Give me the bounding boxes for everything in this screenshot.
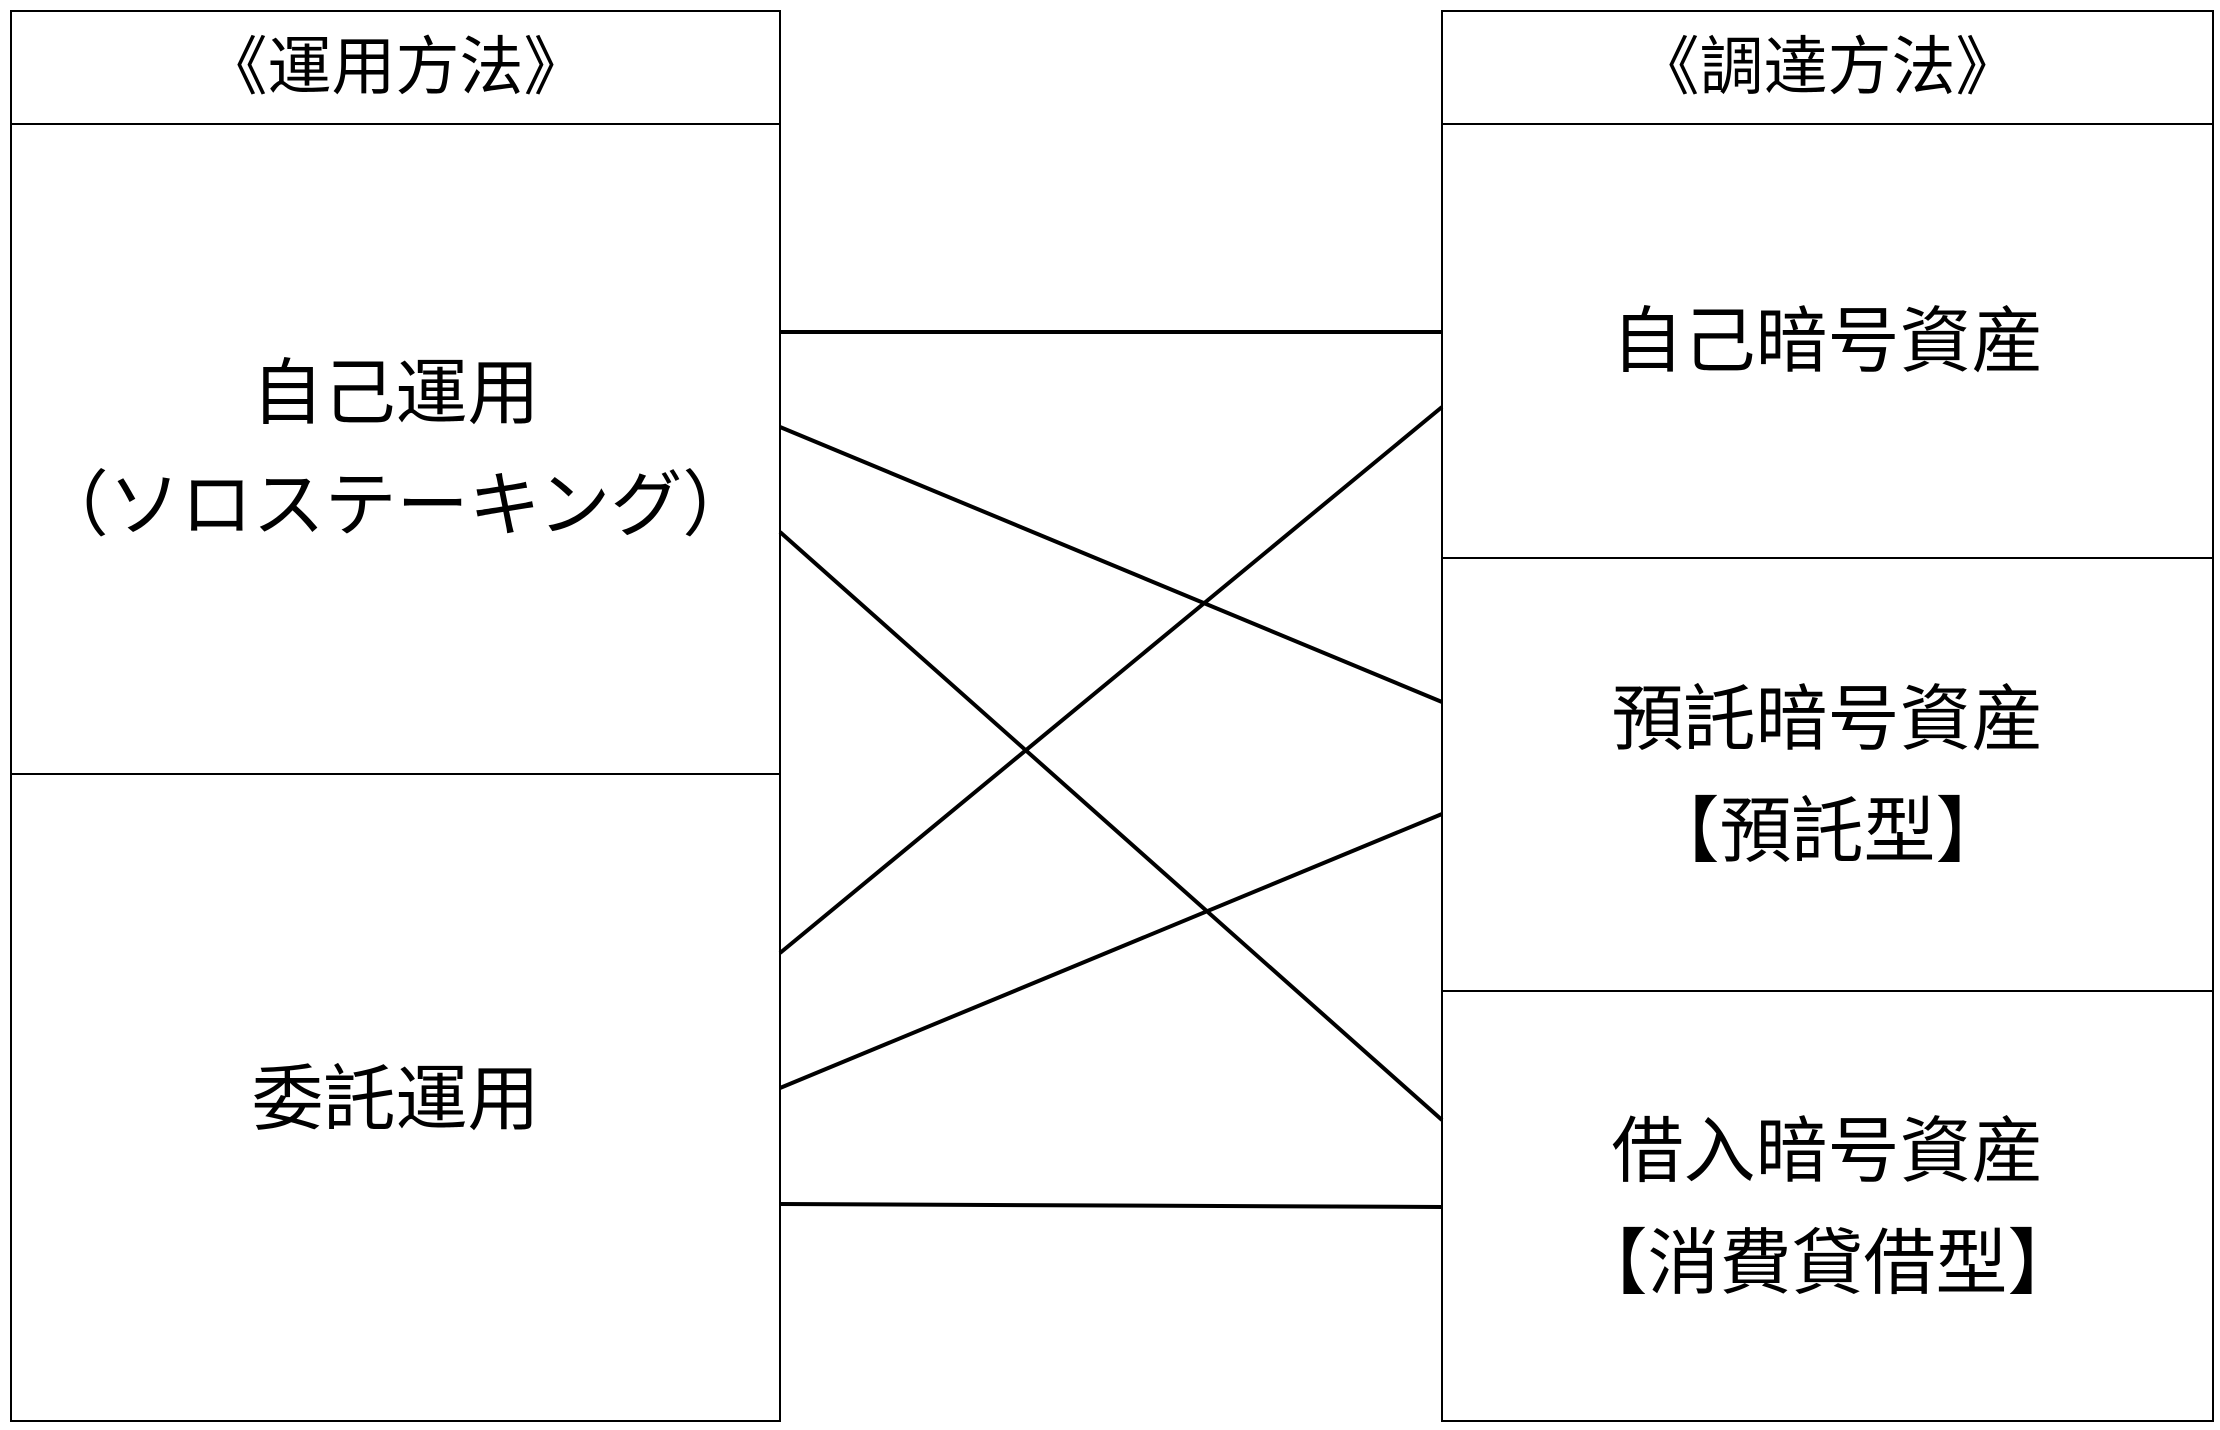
deposited-crypto-box: 預託暗号資産 【預託型】 (1443, 557, 2212, 990)
deposited-crypto-label: 預託暗号資産 (1611, 676, 2044, 761)
connector-self-to-borrowed (778, 530, 1444, 1122)
own-crypto-label: 自己暗号資産 (1611, 299, 2044, 383)
procurement-method-panel: 《調達方法》 自己暗号資産 預託暗号資産 【預託型】 借入暗号資産 【消費貸借型… (1441, 10, 2214, 1422)
solo-staking-label: （ソロステーキング） (36, 463, 755, 547)
deposit-type-label: 【預託型】 (1647, 788, 2008, 873)
connector-entrusted-to-own (778, 405, 1444, 955)
self-operation-box: 自己運用 （ソロステーキング） (12, 123, 779, 773)
own-crypto-box: 自己暗号資産 (1443, 123, 2212, 557)
connector-entrusted-to-deposited (779, 812, 1443, 1090)
entrusted-operation-box: 委託運用 (12, 773, 779, 1422)
procurement-method-header: 《調達方法》 (1443, 12, 2212, 123)
loan-type-label: 【消費貸借型】 (1575, 1221, 2080, 1305)
borrowed-crypto-box: 借入暗号資産 【消費貸借型】 (1443, 990, 2212, 1422)
operation-method-header: 《運用方法》 (12, 12, 779, 123)
procurement-method-title: 《調達方法》 (1635, 30, 2020, 105)
self-operation-label: 自己運用 (251, 351, 540, 435)
connector-self-to-deposited (779, 425, 1443, 704)
entrusted-operation-label: 委託運用 (251, 1056, 540, 1141)
connector-entrusted-to-borrowed (779, 1202, 1443, 1209)
operation-method-title: 《運用方法》 (203, 30, 588, 105)
operation-method-panel: 《運用方法》 自己運用 （ソロステーキング） 委託運用 (10, 10, 781, 1422)
borrowed-crypto-label: 借入暗号資産 (1611, 1109, 2044, 1193)
